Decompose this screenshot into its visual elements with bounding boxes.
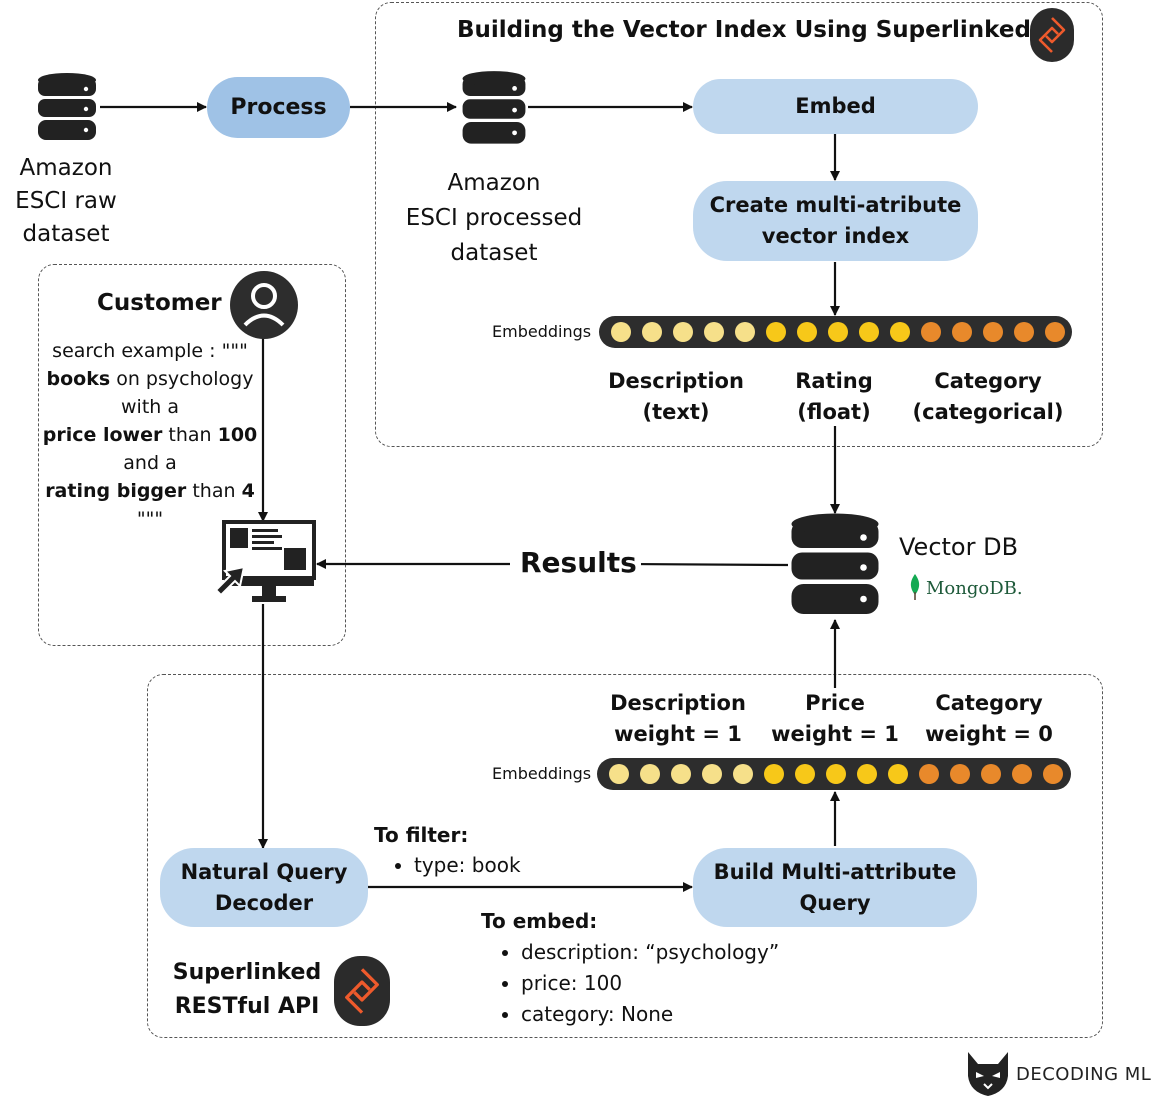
embedding-dot (797, 322, 817, 342)
embedding-dot (733, 764, 753, 784)
embedding-dot (673, 322, 693, 342)
arrow-vectordb-to-results (627, 562, 789, 567)
decoding-ml-cat-logo-icon (968, 1052, 1008, 1096)
embedding-dot (609, 764, 629, 784)
embedding-dot (890, 322, 910, 342)
embed-param-item: category: None (521, 999, 779, 1030)
customer-title: Customer (97, 290, 222, 316)
raw-dataset-label: Amazon ESCI raw dataset (15, 155, 117, 247)
embedding-dot (702, 764, 722, 784)
embedding-dot (919, 764, 939, 784)
results-label: Results (516, 546, 641, 579)
customer-query: search example : """ books on psychology… (42, 340, 258, 530)
superlinked-logo-icon (1030, 8, 1074, 62)
attr-description: Description(text) (608, 369, 744, 424)
embedding-dot (981, 764, 1001, 784)
attr-category: Category(categorical) (912, 369, 1064, 424)
filter-item: type: book (414, 850, 521, 880)
embedding-dot (1014, 322, 1034, 342)
vector-db-label: Vector DB (899, 533, 1019, 561)
vector-db-database-icon (791, 513, 879, 614)
embedding-dot (950, 764, 970, 784)
embed-param-item: price: 100 (521, 968, 779, 999)
embedding-dot (859, 322, 879, 342)
embedding-dot (828, 322, 848, 342)
embedding-dot (735, 322, 755, 342)
process-node[interactable]: Process (207, 77, 350, 138)
embed-node[interactable]: Embed (693, 79, 978, 134)
embeddings-label-bottom: Embeddings (492, 764, 592, 783)
embedding-dot (983, 322, 1003, 342)
embedding-dot (888, 764, 908, 784)
embedding-dot (795, 764, 815, 784)
embedding-dot (764, 764, 784, 784)
attr-rating: Rating(float) (795, 369, 873, 424)
raw-dataset-database-icon (38, 73, 96, 140)
embedding-dot (642, 322, 662, 342)
embedding-dot (1045, 322, 1065, 342)
diagram-title: Building the Vector Index Using Superlin… (457, 17, 1031, 43)
customer-avatar-icon (230, 271, 298, 339)
superlinked-api-logo-icon (334, 956, 390, 1026)
embed-param-item: description: “psychology” (521, 937, 779, 968)
embedding-dot (826, 764, 846, 784)
processed-dataset-label: Amazon ESCI processed dataset (405, 170, 583, 266)
embed-params-block: To embed: description: “psychology” pric… (481, 906, 779, 1030)
mongodb-leaf-icon (910, 574, 920, 600)
superlinked-api-label: Superlinked RESTful API (172, 960, 322, 1019)
embedding-dot (857, 764, 877, 784)
filter-block: To filter: type: book (374, 820, 521, 880)
embeddings-strip-top (599, 316, 1072, 348)
mongodb-label: MongoDB. (926, 578, 1023, 599)
embeddings-label-top: Embeddings (492, 322, 592, 341)
embedding-dot (1043, 764, 1063, 784)
embedding-dot (766, 322, 786, 342)
embedding-dot (704, 322, 724, 342)
embedding-dot (640, 764, 660, 784)
natural-query-decoder-node[interactable]: Natural Query Decoder (160, 848, 368, 927)
vector-index-group (375, 2, 1103, 447)
web-ui-computer-icon (214, 520, 316, 602)
embedding-dot (952, 322, 972, 342)
embedding-dot (921, 322, 941, 342)
create-index-node[interactable]: Create multi-atribute vector index (693, 181, 978, 261)
build-query-node[interactable]: Build Multi-attribute Query (693, 848, 977, 927)
customer-group (38, 264, 346, 646)
embedding-dot (671, 764, 691, 784)
embedding-dot (1012, 764, 1032, 784)
embeddings-strip-bottom (597, 758, 1071, 790)
embedding-dot (611, 322, 631, 342)
brand-label: DECODING ML (1016, 1064, 1152, 1085)
api-group (147, 674, 1103, 1038)
processed-dataset-database-icon (462, 71, 526, 144)
